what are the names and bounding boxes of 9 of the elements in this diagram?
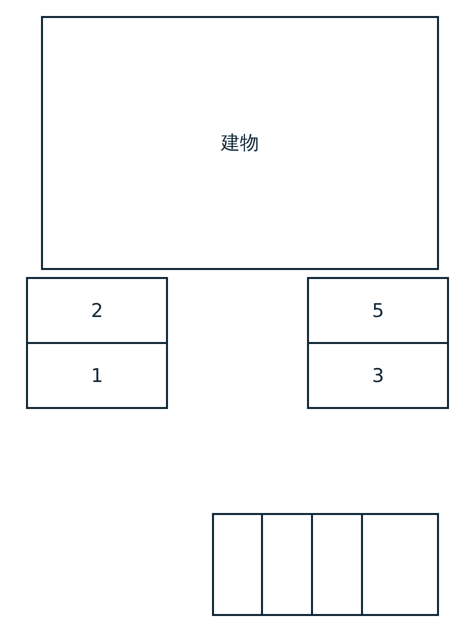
numbered-space: 2 <box>26 277 168 344</box>
numbered-space: 1 <box>26 342 168 409</box>
numbered-space: 3 <box>307 342 449 409</box>
parking-space <box>311 513 363 616</box>
parking-space <box>212 513 263 616</box>
building-area: 建物 <box>41 16 439 270</box>
numbered-space: 5 <box>307 277 449 344</box>
parking-space <box>361 513 439 616</box>
parking-space <box>261 513 313 616</box>
